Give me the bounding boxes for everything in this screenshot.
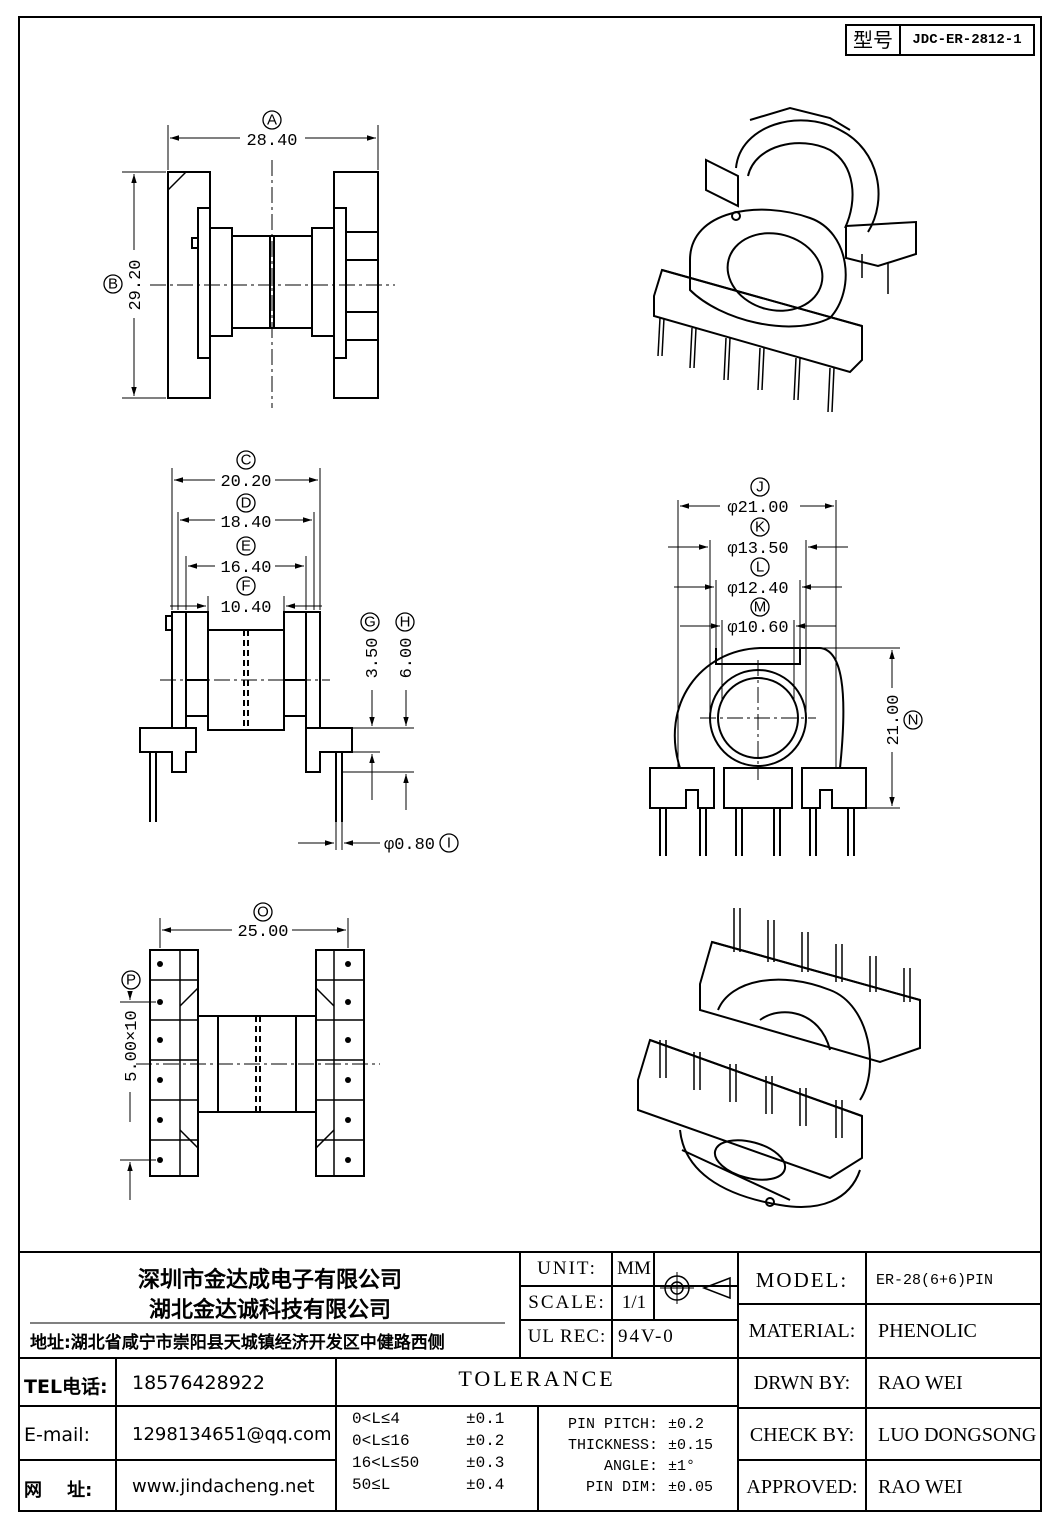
dim-F-letter: F [241,578,250,595]
spec-label-thickness: THICKNESS: [567,1437,658,1454]
dim-B-letter: B [108,276,118,293]
dim-O-value: 25.00 [237,923,288,942]
check-by-label: CHECK BY: [749,1424,855,1446]
dim-G-letter: G [364,614,376,631]
ul-rec-label: UL REC: [527,1326,607,1347]
material-value: PHENOLIC [878,1320,977,1342]
scale-label: SCALE: [528,1292,606,1313]
spec-value-angle: ±1° [668,1458,696,1475]
isometric-view-top [653,106,917,413]
spec-label-angle: ANGLE: [603,1458,658,1475]
email-value: 1298134651@qq.com [132,1424,332,1445]
drawn-by-value: RAO WEI [878,1372,963,1394]
dim-O-letter: O [257,904,269,921]
tolerance-value-4: ±0.4 [466,1476,505,1494]
tolerance-range-3: 16<L≤50 [352,1454,420,1472]
spec-value-thickness: ±0.15 [668,1437,714,1454]
dim-D-value: 18.40 [220,514,271,533]
dim-P-letter: P [126,972,136,989]
spec-value-pin-pitch: ±0.2 [668,1416,705,1433]
approved-value: RAO WEI [878,1476,963,1498]
email-label: E-mail: [24,1424,90,1446]
dim-J-letter: J [756,479,764,496]
company-name-2: 湖北金达诚科技有限公司 [148,1298,391,1323]
projection-symbol [660,1272,731,1304]
tolerance-value-1: ±0.1 [466,1410,505,1428]
tolerance-value-2: ±0.2 [466,1432,505,1450]
unit-label: UNIT: [537,1258,597,1279]
dim-K-value: φ13.50 [727,540,788,559]
dim-A-letter: A [267,112,277,129]
drawn-by-label: DRWN BY: [753,1372,851,1394]
dim-N-value: 21.00 [885,694,904,745]
dim-B-value: 29.20 [127,259,146,310]
dim-G-value: 3.50 [364,638,383,679]
approved-label: APPROVED: [746,1476,858,1498]
view-side [649,500,900,856]
model-label: MODEL: [755,1268,849,1292]
website-value: www.jindacheng.net [132,1476,315,1497]
dim-N-letter: N [908,712,919,729]
drawing-frame [18,16,1042,1512]
view-top [122,125,395,408]
dim-P-value: 5.00×10 [123,1010,142,1081]
dimension-balloons [103,110,923,990]
spec-label-pin-dim: PIN DIM: [585,1479,658,1496]
tolerance-title: TOLERANCE [458,1366,616,1391]
model-value: ER-28(6+6)PIN [876,1272,994,1289]
tel-value: 18576428922 [132,1372,265,1394]
dim-A-value: 28.40 [246,132,297,151]
dim-E-letter: E [241,538,251,555]
company-name-1: 深圳市金达成电子有限公司 [137,1268,402,1293]
tolerance-value-3: ±0.3 [466,1454,505,1472]
dim-H-letter: H [400,614,411,631]
dim-L-value: φ12.40 [727,580,788,599]
website-label: 网 址: [24,1480,93,1501]
material-label: MATERIAL: [748,1320,856,1342]
ul-rec-value: 94V-0 [618,1326,675,1347]
model-box-value: JDC-ER-2812-1 [899,24,1035,56]
dim-C-value: 20.20 [220,473,271,492]
dim-M-letter: M [754,599,767,616]
dim-F-value: 10.40 [220,599,271,618]
spec-label-pin-pitch: PIN PITCH: [567,1416,658,1433]
dim-C-letter: C [241,452,252,469]
dim-H-value: 6.00 [398,638,417,679]
tolerance-range-1: 0<L≤4 [352,1410,401,1428]
company-address: 地址:湖北省咸宁市崇阳县天城镇经济开发区中健路西侧 [30,1333,445,1353]
dim-I-value: φ0.80 [384,836,435,855]
check-by-value: LUO DONGSONG [878,1424,1037,1446]
dim-E-value: 16.40 [220,559,271,578]
tolerance-range-4: 50≤L [352,1476,391,1494]
tolerance-range-2: 0<L≤16 [352,1432,410,1450]
dim-I-letter: I [447,835,451,852]
tel-label: TEL电话: [24,1376,108,1398]
title-block-grid [18,1251,1042,1512]
model-box-label: 型号 [845,24,901,56]
dim-L-letter: L [756,559,764,576]
scale-value: 1/1 [621,1292,647,1313]
dim-D-letter: D [241,495,252,512]
spec-value-pin-dim: ±0.05 [668,1479,714,1496]
view-bottom [120,918,380,1200]
dim-K-letter: K [755,519,765,536]
unit-value: MM [617,1258,651,1279]
dim-M-value: φ10.60 [727,619,788,638]
view-front [139,468,414,850]
dim-J-value: φ21.00 [727,499,788,518]
isometric-view-bottom [637,908,921,1208]
